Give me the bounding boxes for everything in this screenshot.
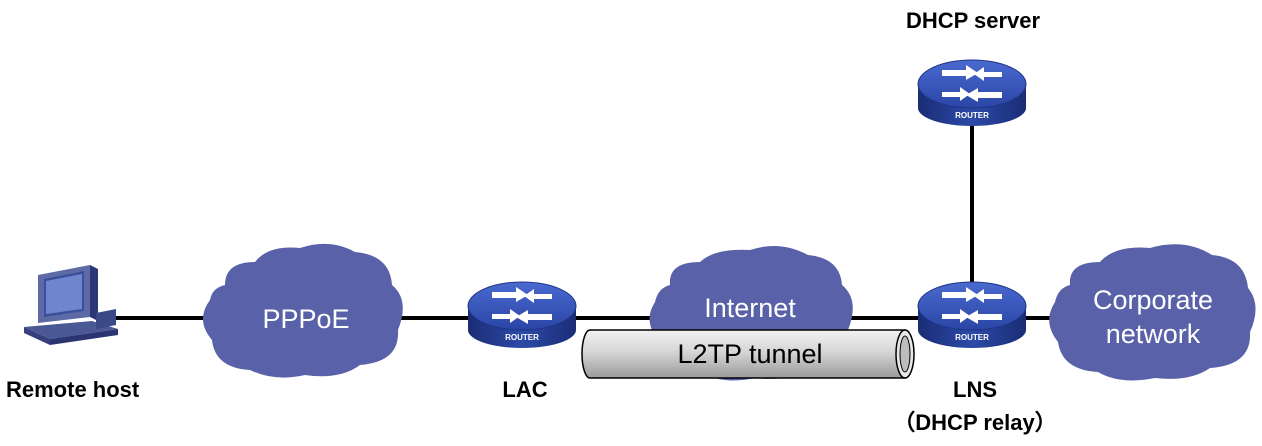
l2tp-tunnel: L2TP tunnel — [581, 329, 915, 379]
internet-label: Internet — [704, 293, 796, 323]
corporate-label-line1: Corporate — [1093, 285, 1213, 315]
computer-icon — [24, 265, 118, 345]
pppoe-label: PPPoE — [262, 304, 349, 334]
pppoe-cloud: PPPoE — [202, 243, 403, 378]
dhcp-server-label: DHCP server — [906, 8, 1041, 33]
corporate-label-line2: network — [1106, 319, 1201, 349]
dhcp-server-router: ROUTER — [917, 59, 1027, 127]
dhcp-server-router-badge: ROUTER — [955, 111, 989, 120]
lac-label: LAC — [502, 377, 547, 402]
lns-label: LNS — [953, 377, 997, 402]
connection-lines — [110, 120, 1055, 320]
lac-router-badge: ROUTER — [505, 333, 539, 342]
lns-router-badge: ROUTER — [955, 333, 989, 342]
lns-router: ROUTER — [917, 281, 1027, 349]
l2tp-tunnel-label: L2TP tunnel — [677, 339, 822, 369]
lac-router: ROUTER — [467, 281, 577, 349]
lns-sublabel: （DHCP relay） — [893, 410, 1056, 435]
corporate-network-cloud: Corporate network — [1049, 244, 1256, 381]
remote-host-label: Remote host — [6, 377, 140, 402]
